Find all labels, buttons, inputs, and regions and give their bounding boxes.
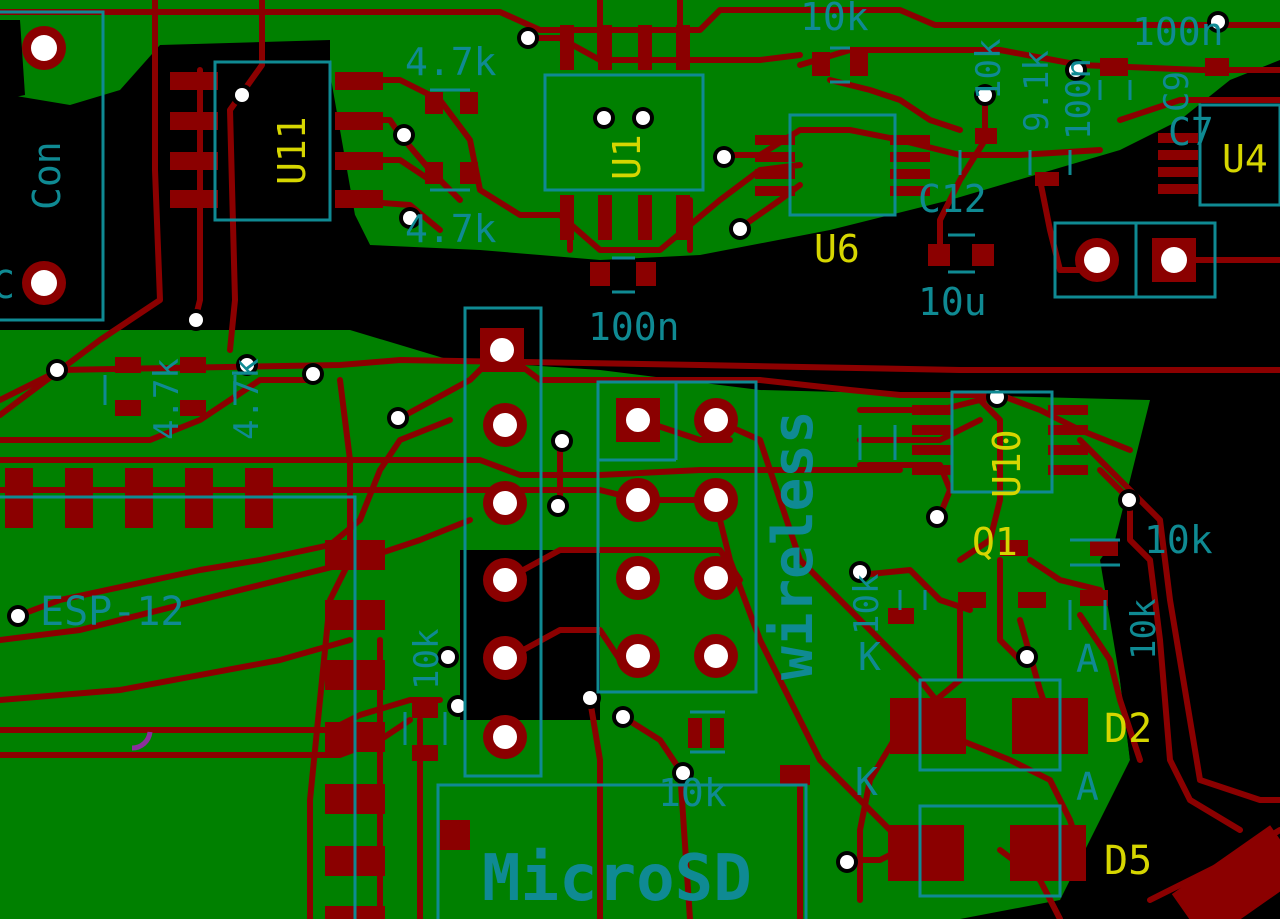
through-hole-pads	[22, 26, 1196, 759]
reference-designators: U11 U1 U4 U6 U10 Q1 D2 D5	[270, 116, 1268, 884]
ref-u11: U11	[270, 116, 314, 185]
ref-u1: U1	[605, 134, 649, 180]
label-10k-top: 10k	[800, 0, 869, 39]
label-10k-right: 10k	[1144, 518, 1213, 562]
label-con-top: Con	[25, 141, 69, 210]
silkscreen-labels: Con C 4.7k 4.7k 4.7k 4.7k 10k 100n 10k 9…	[0, 0, 1224, 916]
vias	[7, 11, 1229, 873]
label-9k1: 9.1k	[1017, 50, 1057, 132]
label-100n-mid: 100n	[588, 305, 680, 349]
label-k1: K	[858, 635, 881, 679]
label-a2: A	[1076, 765, 1099, 809]
label-esp12: ESP-12	[40, 589, 185, 635]
label-10k-left: 10k	[407, 629, 447, 690]
label-10k-q: 10k	[847, 574, 887, 635]
label-10k-q2: 10k	[1124, 599, 1164, 660]
ref-q1: Q1	[972, 520, 1018, 564]
label-a1: A	[1076, 637, 1099, 681]
label-microsd: MicroSD	[482, 842, 752, 916]
label-10u: 10u	[918, 280, 987, 324]
label-100n-vert: 100n	[1059, 58, 1099, 140]
label-10k-bottom: 10k	[658, 771, 727, 815]
ref-d2: D2	[1104, 706, 1152, 752]
label-c12: C12	[918, 177, 987, 221]
label-c7: C7	[1168, 110, 1214, 154]
purple-layer-fragment	[131, 731, 153, 751]
label-wireless: wireless	[761, 410, 826, 680]
ref-u10: U10	[985, 429, 1029, 498]
ref-u6: U6	[814, 227, 860, 271]
label-k2: K	[855, 760, 878, 804]
label-4k7-d: 4.7k	[227, 358, 267, 440]
ref-u4: U4	[1222, 137, 1268, 181]
label-4k7-b: 4.7k	[405, 207, 497, 251]
label-4k7-c: 4.7k	[147, 358, 187, 440]
ref-d5: D5	[1104, 838, 1152, 884]
silkscreen-outlines	[0, 10, 1280, 919]
label-con-bottom: C	[0, 263, 15, 307]
label-10k-vert: 10k	[969, 39, 1009, 100]
red-corner-fragment	[1171, 825, 1280, 919]
label-100n-top: 100n	[1132, 10, 1224, 54]
label-4k7-a: 4.7k	[405, 40, 497, 84]
label-c9: C9	[1157, 71, 1197, 112]
